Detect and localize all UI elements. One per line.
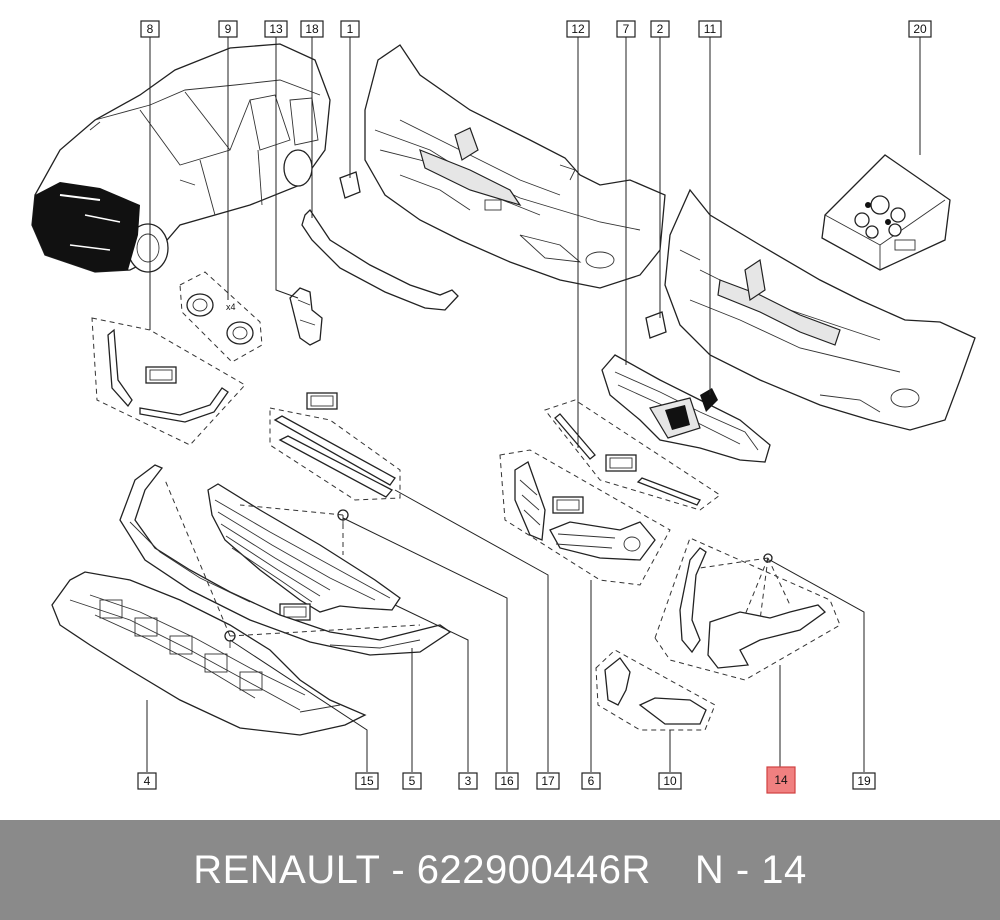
callout-13: 13 [264,20,288,38]
svg-text:16: 16 [500,774,514,788]
lower-grille-3 [207,483,401,621]
callout-14-highlighted: 14 [766,766,796,794]
svg-text:7: 7 [623,22,630,36]
callout-12: 12 [566,20,590,38]
svg-text:2: 2 [657,22,664,36]
front-bumper-upper [364,44,666,289]
corner-trim-10 [595,649,716,731]
callout-10: 10 [658,772,682,790]
grille-strip-17 [269,392,401,501]
trim-group-8 [91,317,246,446]
callout-4: 4 [137,772,157,790]
svg-text:14: 14 [774,773,788,787]
callout-15: 15 [355,772,379,790]
callout-1: 1 [340,20,360,38]
svg-text:3: 3 [465,774,472,788]
fog-lamps-9: x4 [179,271,263,363]
clip-1 [339,171,361,199]
svg-text:4: 4 [144,774,151,788]
front-bumper-lower-right [664,188,976,431]
callout-18: 18 [300,20,324,38]
spoiler-lip-5 [119,464,452,656]
strip-12 [544,399,721,511]
callout-5: 5 [402,772,422,790]
callout-11: 11 [698,20,722,38]
svg-text:9: 9 [225,22,232,36]
svg-text:5: 5 [409,774,416,788]
brackets-14 [654,537,841,681]
bracket-13 [289,287,323,346]
callout-9: 9 [218,20,238,38]
fix-line-15 [164,479,231,637]
callout-6: 6 [581,772,601,790]
svg-text:10: 10 [663,774,677,788]
callout-17: 17 [536,772,560,790]
svg-text:11: 11 [704,22,717,36]
fastener-kit-box-20 [821,154,951,271]
svg-text:8: 8 [147,22,154,36]
callout-16: 16 [495,772,519,790]
svg-text:6: 6 [588,774,595,788]
svg-text:19: 19 [857,774,871,788]
svg-text:15: 15 [360,774,374,788]
svg-text:13: 13 [269,22,283,36]
svg-text:12: 12 [571,22,585,36]
main-grille-7 [601,354,771,463]
svg-text:20: 20 [913,22,927,36]
part-number-banner: RENAULT - 622900446R N - 14 [0,820,1000,920]
svg-text:18: 18 [305,22,319,36]
fix-line-15b [229,624,421,637]
callout-7: 7 [616,20,636,38]
emblem-11 [700,388,718,412]
leader-lines [146,37,921,772]
svg-text:x4: x4 [226,302,236,312]
grille-trim-18 [301,208,459,311]
side-grilles-6 [499,449,671,586]
callout-19: 19 [852,772,876,790]
callout-labels: 8 9 13 18 1 12 7 2 11 20 4 15 5 3 16 17 … [137,20,932,794]
undertray-4 [51,571,367,736]
clip-2 [645,311,667,339]
callout-8: 8 [140,20,160,38]
svg-text:1: 1 [347,22,354,36]
brand-part-number: RENAULT - 622900446R [193,847,651,892]
vehicle-illustration [31,43,331,273]
svg-text:17: 17 [541,774,555,788]
callout-20: 20 [908,20,932,38]
callout-3: 3 [458,772,478,790]
parts-diagram: x4 [31,20,976,794]
callout-2: 2 [650,20,670,38]
diagram-reference: N - 14 [694,847,807,892]
